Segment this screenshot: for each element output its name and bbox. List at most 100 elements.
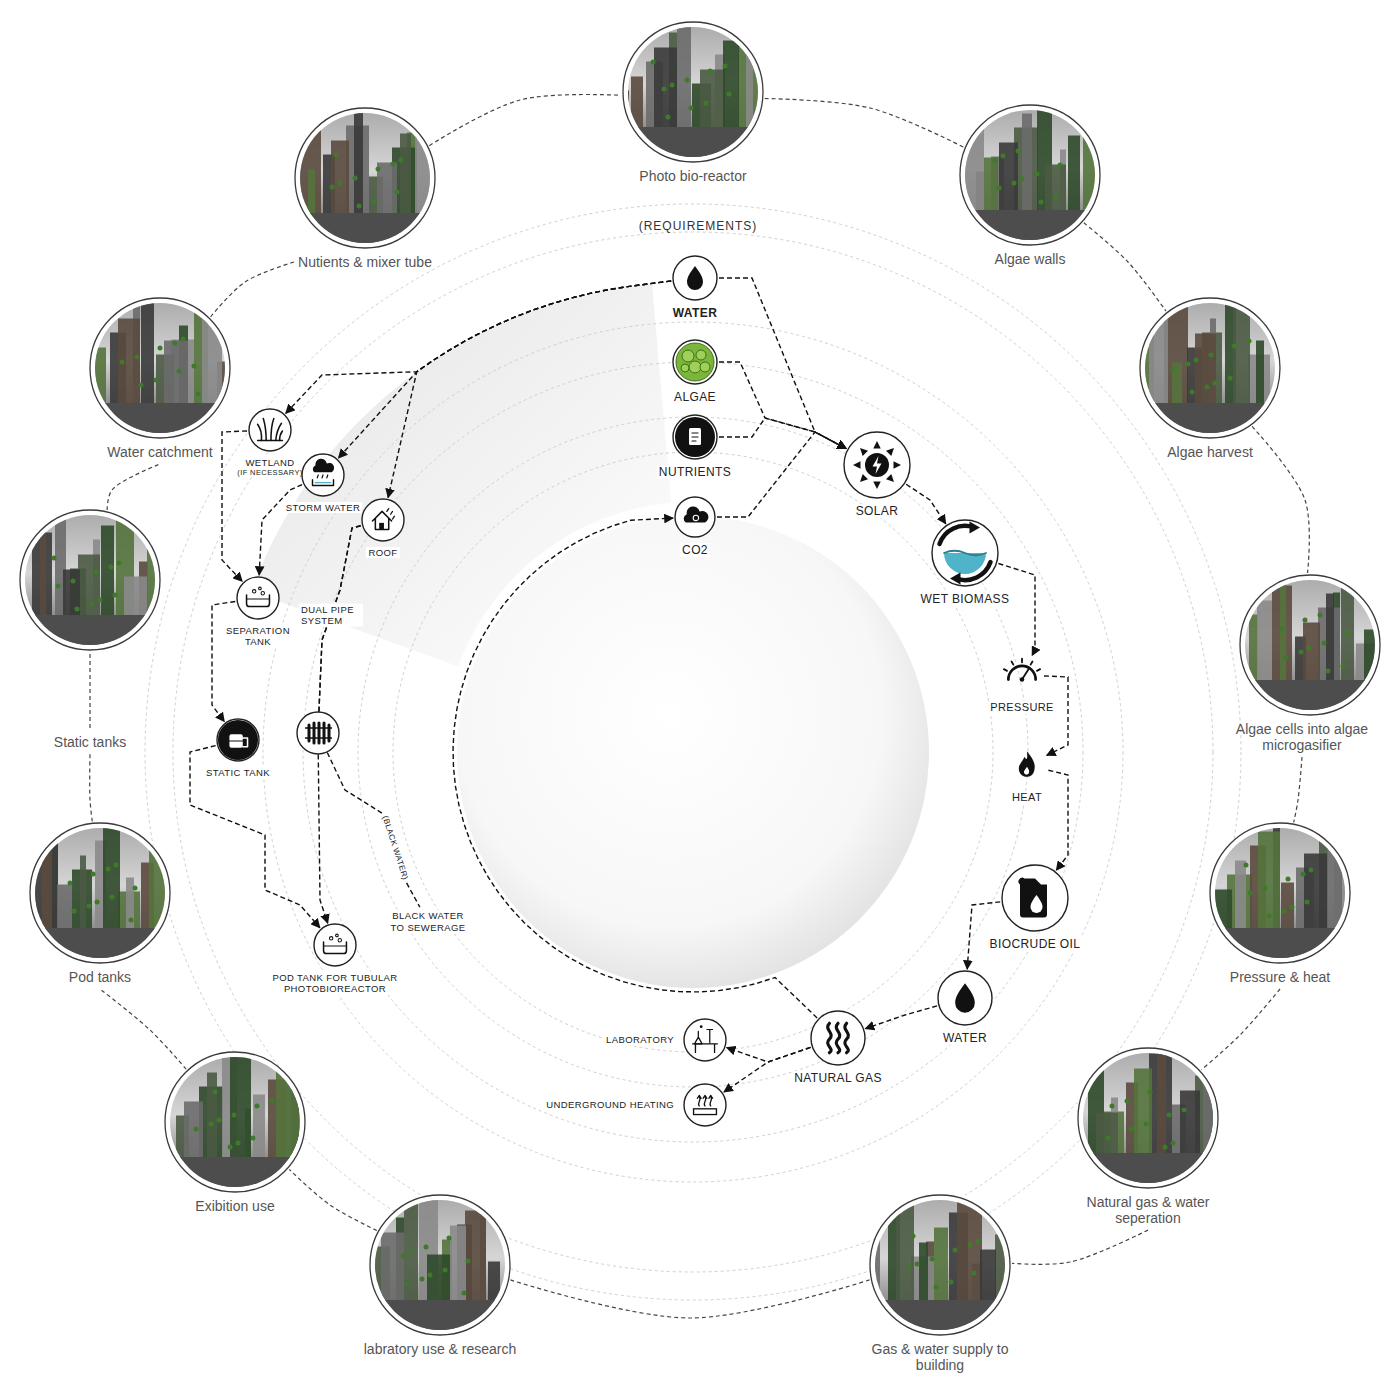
photo-circle xyxy=(28,821,172,965)
ring-connector xyxy=(100,989,186,1069)
rect-shape xyxy=(1303,623,1320,684)
circle-shape xyxy=(1002,865,1068,931)
rect-shape xyxy=(960,210,1100,247)
icon-label: SOLAR xyxy=(854,504,901,518)
rect-shape xyxy=(404,1204,418,1304)
rect-shape xyxy=(57,885,72,932)
circle-shape xyxy=(228,1145,233,1150)
circle-shape xyxy=(1163,1145,1168,1150)
path-shape xyxy=(692,433,698,441)
g-shape xyxy=(370,1193,510,1337)
circle-shape xyxy=(133,886,138,891)
path-shape xyxy=(258,419,283,441)
rect-shape xyxy=(295,213,435,250)
photo-node: Water catchment xyxy=(88,296,232,440)
inner-sphere xyxy=(457,516,929,988)
g-shape xyxy=(249,409,291,451)
path-shape xyxy=(1021,659,1023,663)
circle-shape xyxy=(209,1122,214,1127)
path-shape xyxy=(944,553,986,574)
rect-shape xyxy=(149,849,168,932)
path-shape xyxy=(828,1023,832,1052)
circle-shape xyxy=(693,515,698,520)
circle-shape xyxy=(676,343,714,381)
flow-arrow xyxy=(1044,676,1068,755)
circle-shape xyxy=(1307,646,1312,651)
rect-shape xyxy=(689,428,701,445)
path-shape xyxy=(703,1095,707,1106)
icon-circle xyxy=(671,338,719,386)
photo-caption: Algae walls xyxy=(940,251,1120,267)
circle-shape xyxy=(1186,362,1191,367)
g-shape xyxy=(1078,1046,1220,1190)
rect-shape xyxy=(42,821,52,932)
rect-shape xyxy=(980,1250,996,1304)
circle-shape xyxy=(90,602,95,607)
rect-shape xyxy=(896,1193,914,1304)
icon-label: NUTRIENTS xyxy=(657,465,733,479)
ring-connector xyxy=(211,262,294,317)
flow-arrow xyxy=(967,902,1000,969)
circle-shape xyxy=(938,971,992,1025)
rect-shape xyxy=(40,519,46,619)
photo-caption: labratory use & research xyxy=(350,1341,530,1357)
guide-rings xyxy=(145,204,1241,1300)
flow-arrow xyxy=(998,563,1035,655)
rect-shape xyxy=(1326,594,1334,684)
photo-circle xyxy=(1238,573,1382,717)
circle-shape xyxy=(72,909,77,914)
circle-shape xyxy=(1290,905,1295,910)
circle-shape xyxy=(1303,618,1308,623)
circle-shape xyxy=(353,176,358,181)
rect-shape xyxy=(103,827,120,932)
icon-label: UNDERGROUND HEATING xyxy=(544,1099,676,1110)
icon-node: HEAT xyxy=(1005,743,1049,804)
circle-shape xyxy=(972,1271,977,1276)
circle-shape xyxy=(1110,1104,1115,1109)
g-shape xyxy=(673,415,717,459)
circle-shape xyxy=(120,360,125,365)
photo-node: Pressure & heat xyxy=(1208,821,1352,965)
circle-shape xyxy=(68,881,73,886)
circle-shape xyxy=(181,337,186,342)
icon-node: ALGAE xyxy=(671,338,719,404)
ring-connector xyxy=(1012,1230,1148,1264)
rect-shape xyxy=(1212,890,1232,932)
circle-shape xyxy=(139,383,144,388)
circle-shape xyxy=(303,362,1083,1142)
flow-arrow xyxy=(719,362,846,449)
circle-shape xyxy=(95,900,100,905)
circle-shape xyxy=(447,1236,452,1241)
rect-shape xyxy=(694,1109,717,1115)
g-shape xyxy=(870,1193,1012,1337)
pipe-symbol xyxy=(297,712,339,754)
path-shape xyxy=(1012,661,1014,664)
leader-line xyxy=(89,654,90,728)
circle-shape xyxy=(685,78,690,83)
rect-shape xyxy=(230,1050,251,1161)
g-shape xyxy=(623,20,763,164)
circle-shape xyxy=(993,158,998,163)
flow-arrow xyxy=(906,484,946,524)
g-shape xyxy=(684,1084,726,1126)
circle-shape xyxy=(1301,872,1306,877)
circle-shape xyxy=(1345,632,1350,637)
circle-shape xyxy=(1299,650,1304,655)
rect-shape xyxy=(1022,114,1032,214)
rect-shape xyxy=(124,577,148,619)
rect-shape xyxy=(957,1199,982,1304)
icon-label: WETLAND xyxy=(243,457,296,468)
circle-shape xyxy=(1341,664,1346,669)
rect-shape xyxy=(164,341,188,407)
photo-caption: Gas & water supply to building xyxy=(850,1341,1030,1373)
path-shape xyxy=(373,511,392,529)
rect-shape xyxy=(723,41,739,131)
photo-circle xyxy=(868,1193,1012,1337)
icon-circle xyxy=(360,497,406,543)
circle-shape xyxy=(997,186,1002,191)
ring-connector xyxy=(1252,426,1309,573)
flow-arrow xyxy=(190,746,320,928)
circle-shape xyxy=(684,1019,726,1061)
circle-shape xyxy=(173,341,178,346)
